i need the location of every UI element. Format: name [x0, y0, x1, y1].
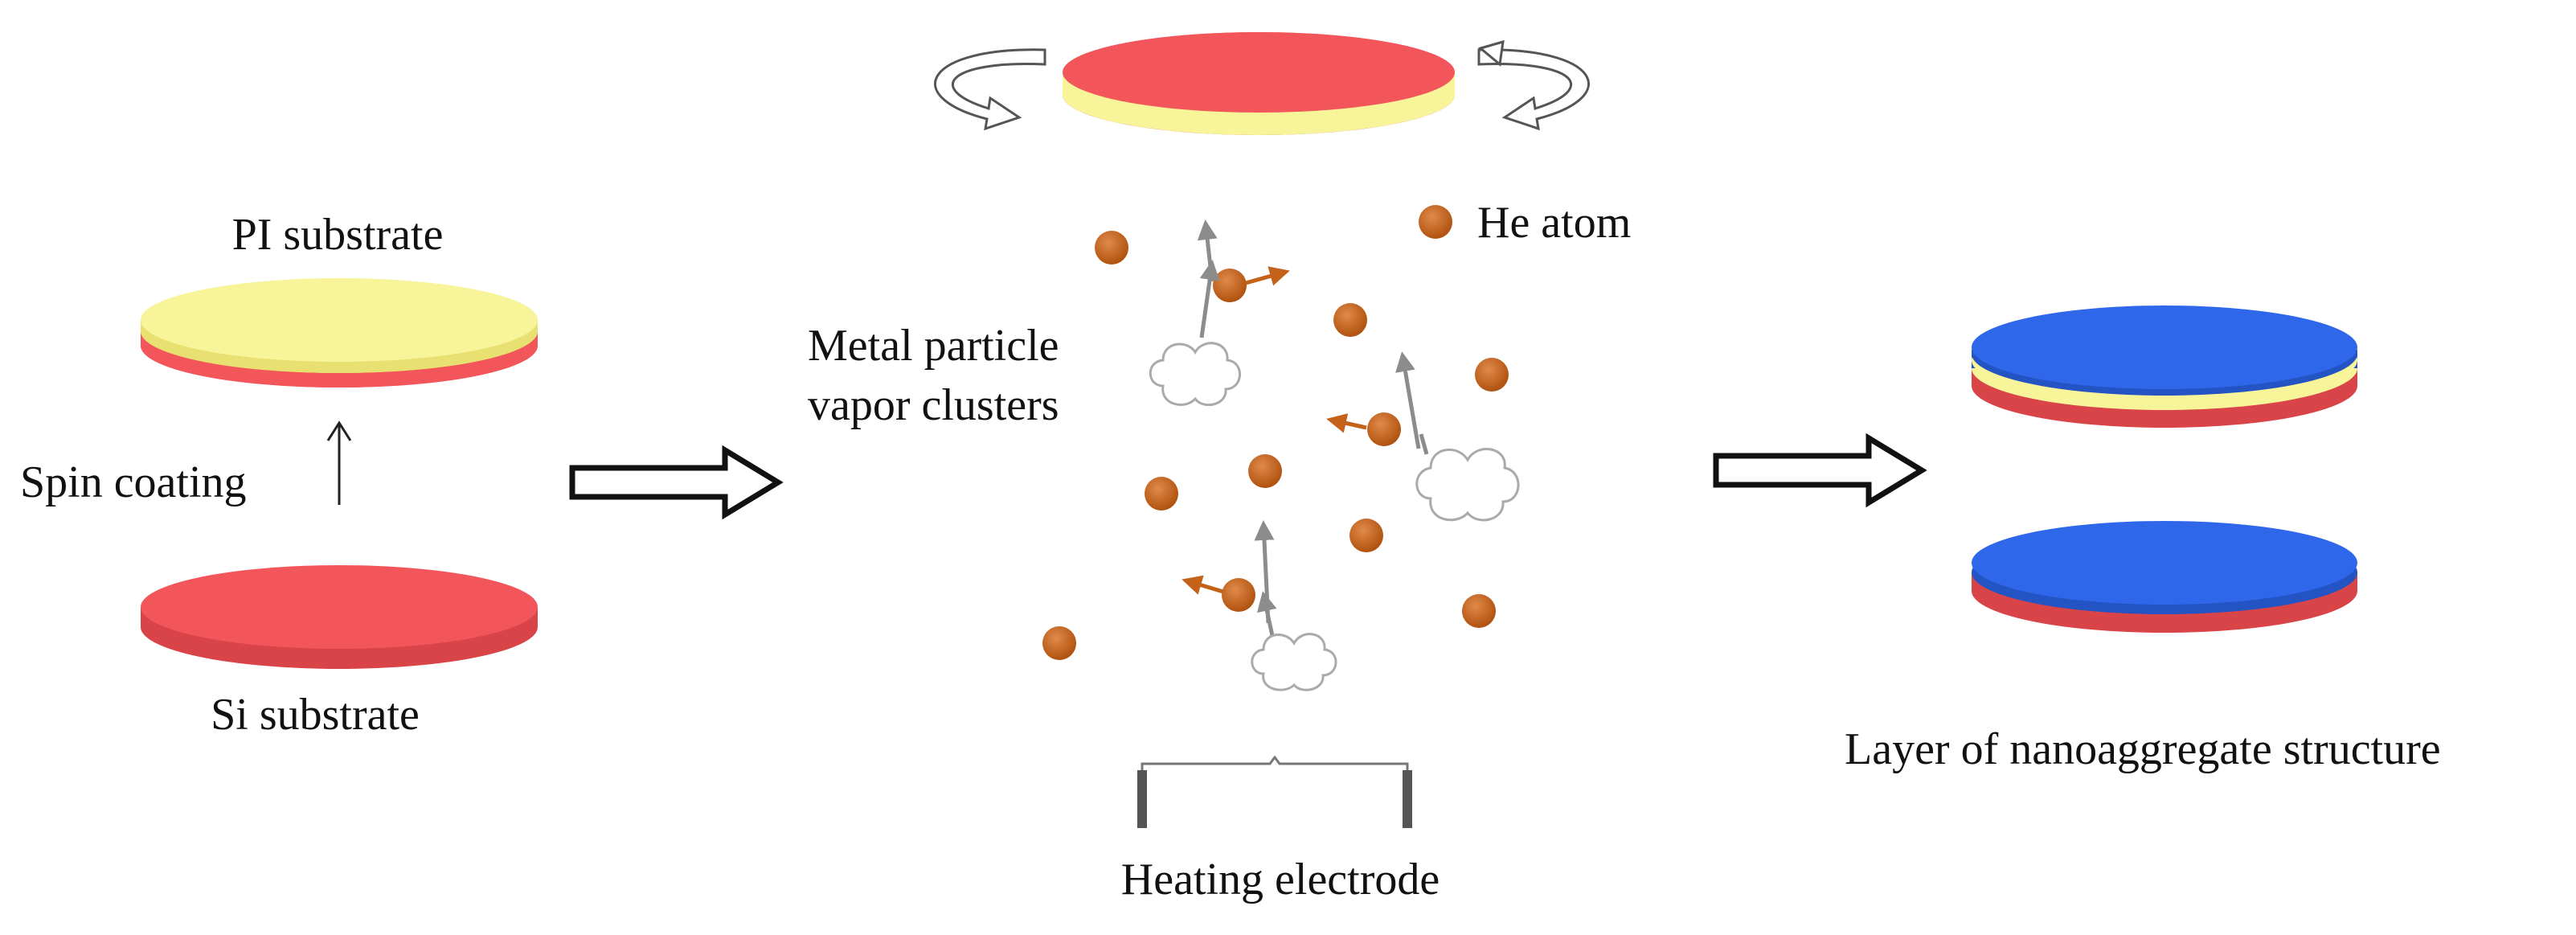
metal-particle-label-line2: vapor clusters: [808, 380, 1059, 430]
he-atom: [1145, 477, 1178, 511]
heating-electrode-label: Heating electrode: [1121, 855, 1440, 904]
he-atom: [1042, 626, 1076, 660]
he-atom: [1095, 231, 1128, 265]
vapor-cluster-3-icon: [1251, 633, 1337, 691]
rotation-arrow-right-icon: [1477, 39, 1590, 131]
rotation-arrow-left-icon: [934, 48, 1046, 131]
he-motion-arrows: [1182, 266, 1367, 595]
he-atom: [1367, 412, 1401, 446]
si-substrate-disc: [141, 565, 538, 669]
he-atom: [1213, 269, 1247, 302]
vapor-cluster-2-icon: [1415, 448, 1520, 522]
pi-substrate-label: PI substrate: [232, 210, 444, 260]
he-atom: [1333, 303, 1367, 337]
si-substrate-label: Si substrate: [211, 690, 420, 740]
nanoaggregate-layer-label: Layer of nanoaggregate structure: [1845, 724, 2441, 774]
pi-substrate-disc: [141, 278, 538, 388]
he-atom-label: He atom: [1477, 198, 1631, 248]
spin-coating-arrowhead-icon: [326, 420, 352, 441]
vapor-cluster-1-icon: [1149, 342, 1241, 407]
he-atoms: [1042, 231, 1509, 660]
he-atom-legend-icon: [1419, 205, 1452, 239]
process-arrow-1: [569, 445, 784, 520]
he-atom: [1462, 594, 1496, 628]
he-atom: [1222, 578, 1255, 612]
metal-particle-label-line1: Metal particle: [808, 321, 1059, 371]
nanoaggregate-disc-bottom: [1972, 521, 2357, 633]
spin-coating-label: Spin coating: [20, 457, 247, 507]
he-atom: [1349, 519, 1383, 552]
rotating-wafer: [1063, 32, 1455, 135]
he-atom: [1475, 358, 1509, 392]
heating-electrode: [1137, 755, 1412, 828]
he-atom: [1248, 454, 1282, 488]
nanoaggregate-disc-top: [1972, 306, 2357, 428]
process-arrow-2: [1713, 433, 1927, 508]
